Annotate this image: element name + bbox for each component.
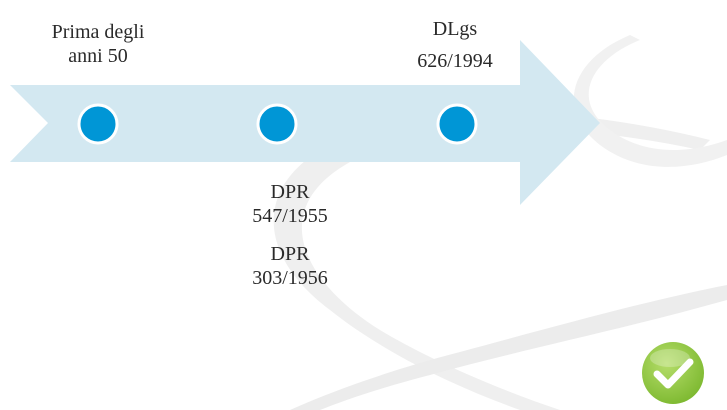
timeline-label-prima-degli-anni-50: Prima degli anni 50: [28, 20, 168, 68]
timeline-marker-1: [77, 103, 119, 145]
timeline-label-dpr-547-1955: DPR 547/1955: [220, 180, 360, 228]
checkmark-icon: [642, 342, 704, 404]
label-line: DLgs: [432, 18, 478, 40]
label-line: DPR: [270, 181, 310, 203]
label-line: DPR: [270, 243, 310, 265]
timeline-label-dlgs-626-1994: DLgs 626/1994: [385, 13, 525, 77]
label-line: anni 50: [68, 45, 128, 67]
label-line: 626/1994: [417, 50, 493, 72]
timeline-label-dpr-303-1956: DPR 303/1956: [220, 242, 360, 290]
label-line: 547/1955: [252, 205, 328, 227]
label-line: 303/1956: [252, 267, 328, 289]
timeline-marker-3: [436, 103, 478, 145]
timeline-marker-2: [256, 103, 298, 145]
label-line: Prima degli: [51, 21, 145, 43]
